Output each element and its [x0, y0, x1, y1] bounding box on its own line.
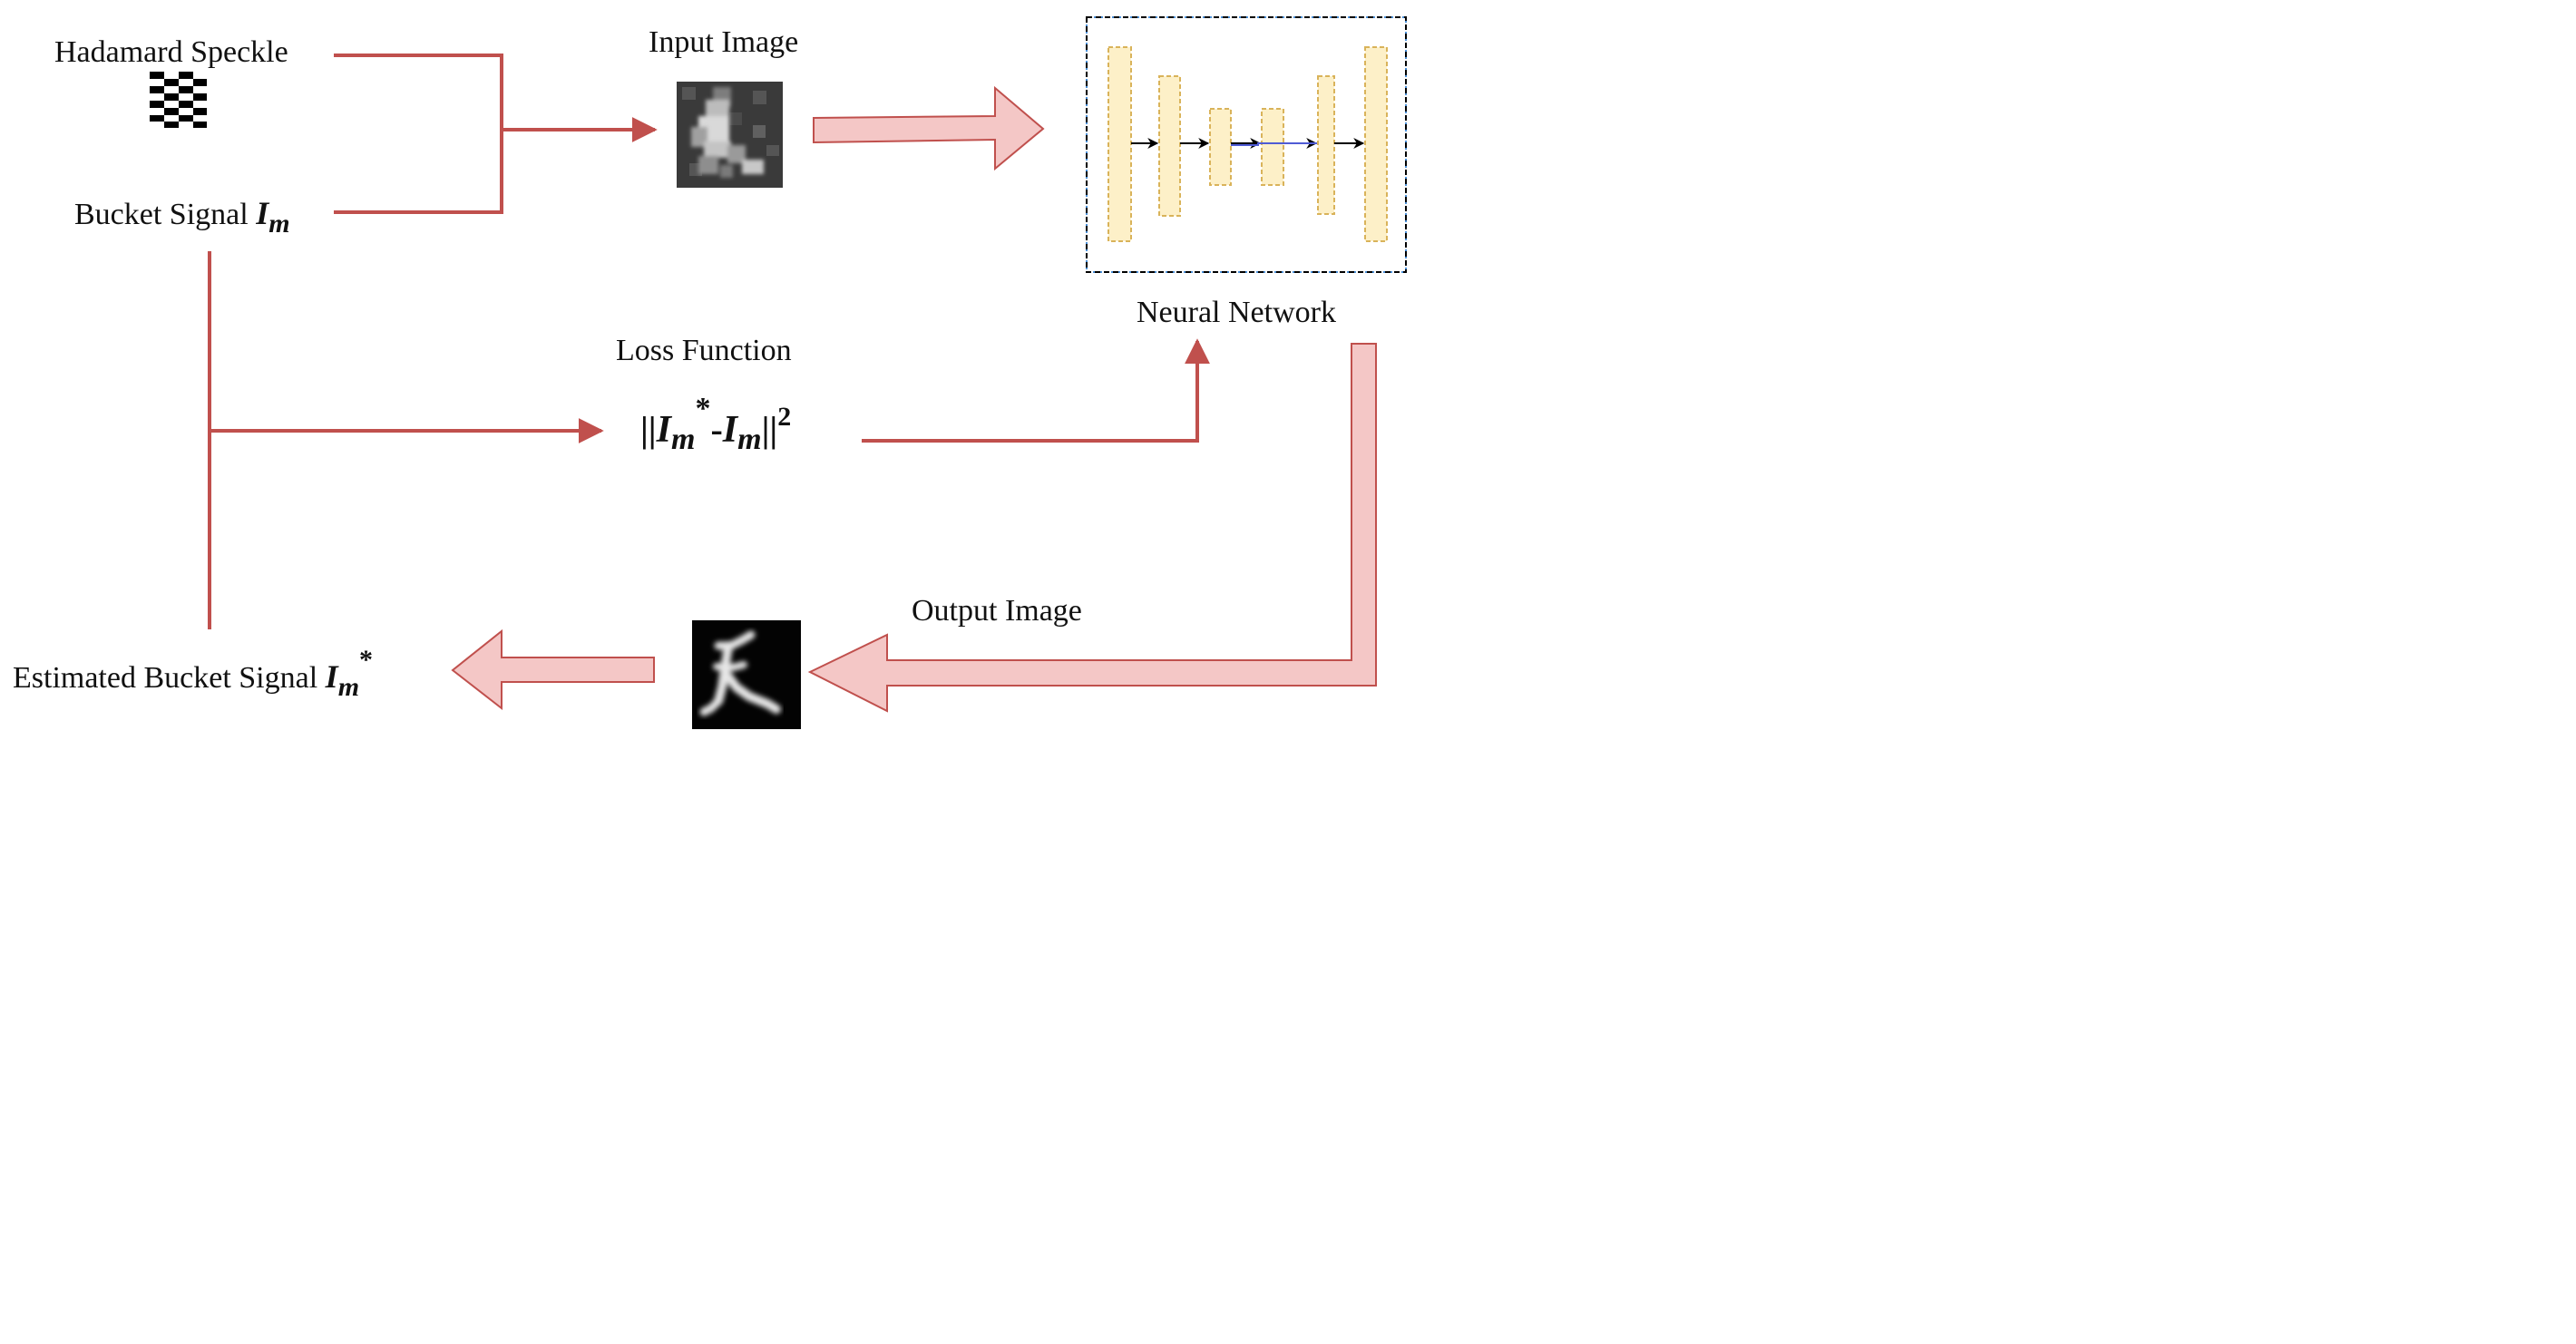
output-to-estimated-arrow [451, 628, 655, 711]
layer-6 [1364, 46, 1388, 242]
network-layers [1107, 46, 1388, 242]
layer-5 [1317, 75, 1335, 215]
layer-2 [1158, 75, 1181, 217]
skip-connection [1231, 142, 1317, 146]
hadamard-speckle-pattern [150, 72, 207, 128]
loss-formula: ||Im*-Im||2 [640, 392, 791, 456]
input-image-label: Input Image [649, 25, 798, 59]
output-image [692, 620, 801, 729]
neural-network-label: Neural Network [1137, 296, 1336, 329]
input-to-network-arrow [813, 85, 1045, 171]
network-to-output-arrow [807, 343, 1377, 713]
bucket-signal-label: Bucket Signal Im [74, 195, 290, 239]
connector-lines [208, 54, 1210, 629]
diagram-stage: Hadamard Speckle Bucket Signal Im Input … [0, 0, 1413, 737]
merge-bracket [334, 54, 503, 214]
layer-1 [1107, 46, 1132, 242]
hadamard-speckle-label: Hadamard Speckle [54, 35, 288, 69]
estimated-bucket-signal-label: Estimated Bucket Signal Im* [13, 645, 373, 702]
loss-function-label: Loss Function [616, 334, 792, 367]
big-arrows [451, 85, 1377, 713]
loss-to-network-arrow [862, 338, 1210, 443]
input-image [677, 82, 783, 188]
flow-diagram: Hadamard Speckle Bucket Signal Im Input … [13, 16, 1407, 729]
layer-4 [1261, 108, 1284, 186]
layer-3 [1209, 108, 1232, 186]
neural-network-box [1086, 16, 1407, 273]
output-image-label: Output Image [912, 594, 1082, 628]
